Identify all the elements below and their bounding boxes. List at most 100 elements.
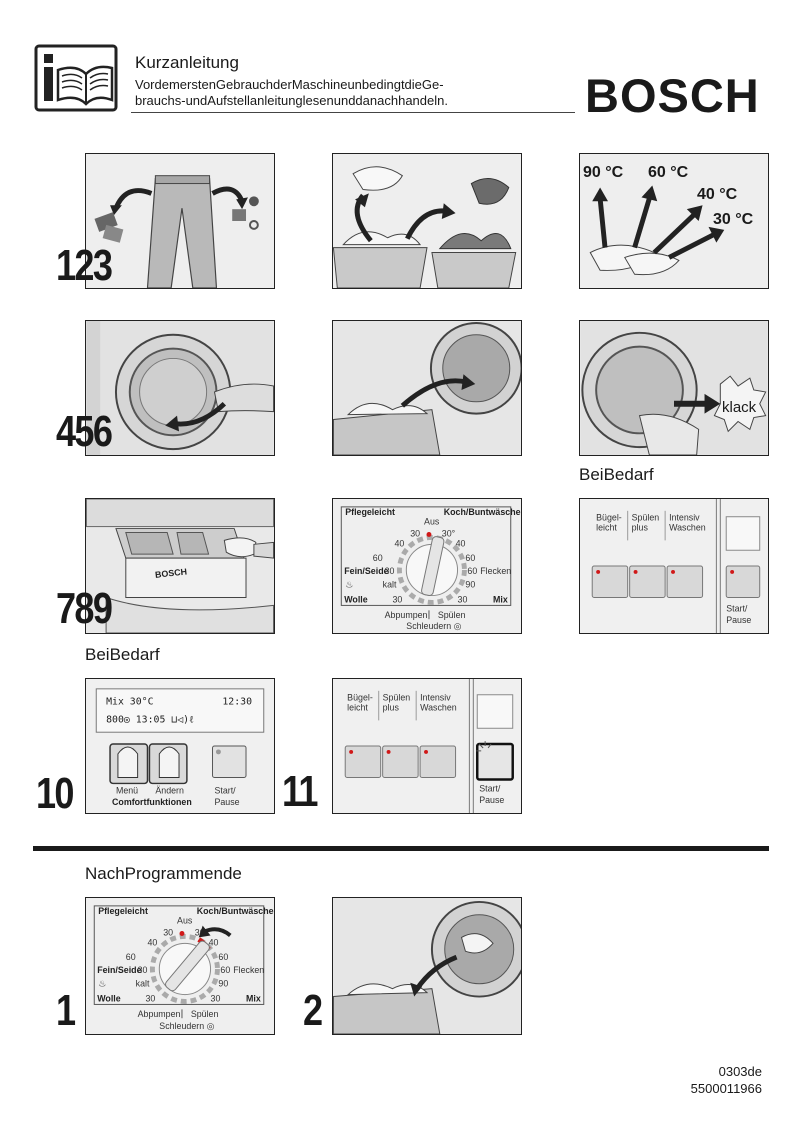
- option-spuelen-2: plus: [632, 523, 649, 533]
- display-pause-label: Pause: [214, 797, 239, 807]
- section-divider: [33, 846, 769, 851]
- dial-label-90: 90: [465, 580, 475, 590]
- footer-code-1: 0303de: [718, 1064, 762, 1079]
- klack-label: klack: [722, 399, 757, 416]
- dial-label-40b: 40: [456, 538, 466, 548]
- dial-wool-icon: ♨: [345, 580, 353, 590]
- off-dial-label-w30a: 30: [146, 993, 156, 1003]
- panel-empty-pockets: [85, 153, 275, 289]
- dial-label-fein: Fein/Seide: [344, 566, 388, 576]
- dial-label-w30a: 30: [393, 594, 403, 604]
- off-dial-label-spuelen: Spülen: [191, 1009, 219, 1019]
- temp-30-label: 30 °C: [713, 211, 754, 228]
- dial-label-pflegeleicht: Pflegeleicht: [345, 507, 395, 517]
- step-number-456: 456: [56, 407, 113, 456]
- dial-label-w30b: 30: [458, 594, 468, 604]
- dial-label-30b: 30°: [442, 528, 456, 538]
- caption-nach-programmende: NachProgrammende: [85, 864, 242, 883]
- footer-code-2: 5500011966: [690, 1081, 762, 1096]
- svg-text:BOSCH: BOSCH: [155, 567, 188, 580]
- dial-label-kalt: kalt: [383, 580, 397, 590]
- panel-close-door: [579, 320, 769, 456]
- start-option-spuelen-2: plus: [383, 703, 400, 713]
- dial-label-60a: 60: [373, 553, 383, 563]
- dial-label-abpumpen: Abpumpen: [385, 610, 428, 620]
- off-dial-label-fein: Fein/Seide: [97, 965, 141, 975]
- option-buegel-1: Bügel-: [596, 513, 622, 523]
- intro-line-2: brauchs-undAufstellanleitunglesenunddana…: [135, 93, 448, 108]
- option-buegel-2: leicht: [596, 523, 617, 533]
- off-dial-label-aus: Aus: [177, 916, 193, 926]
- off-dial-label-90: 90: [218, 979, 228, 989]
- off-dial-label-60a: 60: [126, 952, 136, 962]
- start-option-buegel-2: leicht: [347, 703, 368, 713]
- panel-program-dial: Pflegeleicht Koch/Buntwäsche Aus 30 30° …: [332, 498, 522, 634]
- display-line1-left: Mix 30°C: [106, 697, 153, 708]
- off-dial-label-wolle: Wolle: [97, 993, 121, 1003]
- dial-label-schleudern: Schleudern ◎: [406, 621, 461, 631]
- dial-label-mix: Mix: [493, 594, 508, 604]
- manual-book-icon: [34, 44, 118, 112]
- intro-line-1: VordemerstenGebrauchderMaschineunbedingt…: [135, 77, 444, 92]
- option-start: Start/: [726, 603, 748, 613]
- brand-logo: BOSCH: [585, 69, 760, 122]
- panel-temperatures: [579, 153, 769, 289]
- display-line1-right: 12:30: [222, 697, 252, 708]
- dial-label-spuelen: Spülen: [438, 610, 466, 620]
- off-dial-label-flecken: Flecken: [233, 965, 264, 975]
- option-pause: Pause: [726, 615, 751, 625]
- step-number-2: 2: [303, 986, 323, 1035]
- off-dial-label-mix: Mix: [246, 993, 261, 1003]
- off-dial-label-abpumpen: Abpumpen: [138, 1009, 181, 1019]
- step-number-789: 789: [56, 584, 113, 633]
- step-number-10: 10: [36, 769, 74, 818]
- off-dial-label-60b: 60: [218, 952, 228, 962]
- page-title: Kurzanleitung: [135, 53, 239, 72]
- off-dial-label-40b: 40: [209, 937, 219, 947]
- start-option-buegel-1: Bügel-: [347, 693, 373, 703]
- caption-bei-bedarf-top: BeiBedarf: [579, 465, 654, 484]
- dial-label-flecken: Flecken: [480, 566, 511, 576]
- off-dial-wool-icon: ♨: [98, 979, 106, 989]
- dial-label-fein30: 30: [385, 566, 395, 576]
- caption-bei-bedarf-left: BeiBedarf: [85, 645, 160, 664]
- step-number-11: 11: [282, 767, 318, 816]
- temp-60-label: 60 °C: [648, 164, 689, 181]
- panel-detergent-drawer: BOSCH: [85, 498, 275, 634]
- panel-display-comfort: Mix 30°C 12:30 800◎ 13:05 ⊔◁)ℓ Menü Ände…: [85, 678, 275, 814]
- off-dial-label-40a: 40: [147, 937, 157, 947]
- start-option-intensiv-1: Intensiv: [420, 693, 451, 703]
- panel-sort-laundry: [332, 153, 522, 289]
- start-button-pause-label: Pause: [479, 795, 504, 805]
- display-line2: 800◎ 13:05 ⊔◁)ℓ: [106, 714, 194, 725]
- option-intensiv-2: Waschen: [669, 523, 706, 533]
- off-dial-label-kalt: kalt: [136, 979, 150, 989]
- display-start-label: Start/: [214, 785, 236, 795]
- start-button-start-label: Start/: [479, 783, 501, 793]
- off-dial-label-fein30: 30: [138, 965, 148, 975]
- dial-label-wolle: Wolle: [344, 594, 368, 604]
- temp-90-label: 90 °C: [583, 164, 624, 181]
- display-comfort-label: Comfortfunktionen: [112, 797, 192, 807]
- option-spuelen-1: Spülen: [632, 513, 660, 523]
- header-rule: [131, 112, 575, 113]
- panel-start-button: Bügel- leicht Spülen plus Intensiv Wasch…: [332, 678, 522, 814]
- panel-open-door: [85, 320, 275, 456]
- off-dial-label-koch: Koch/Buntwäsche: [197, 906, 274, 916]
- dial-label-aus: Aus: [424, 517, 440, 527]
- step-number-123: 123: [56, 241, 113, 290]
- dial-label-koch: Koch/Buntwäsche: [444, 507, 521, 517]
- panel-dial-off: Pflegeleicht Koch/Buntwäsche Aus 30 30° …: [85, 897, 275, 1035]
- dial-label-40a: 40: [394, 538, 404, 548]
- panel-unload-laundry: [332, 897, 522, 1035]
- option-intensiv-1: Intensiv: [669, 513, 700, 523]
- off-dial-label-schleudern: Schleudern ◎: [159, 1021, 214, 1031]
- start-option-spuelen-1: Spülen: [383, 693, 411, 703]
- step-number-1: 1: [56, 986, 76, 1035]
- start-option-intensiv-2: Waschen: [420, 703, 457, 713]
- off-dial-label-60-flecken: 60: [220, 965, 230, 975]
- display-aendern-label: Ändern: [155, 785, 184, 795]
- dial-label-60b: 60: [465, 553, 475, 563]
- off-dial-label-w30b: 30: [211, 993, 221, 1003]
- off-dial-label-pflegeleicht: Pflegeleicht: [98, 906, 148, 916]
